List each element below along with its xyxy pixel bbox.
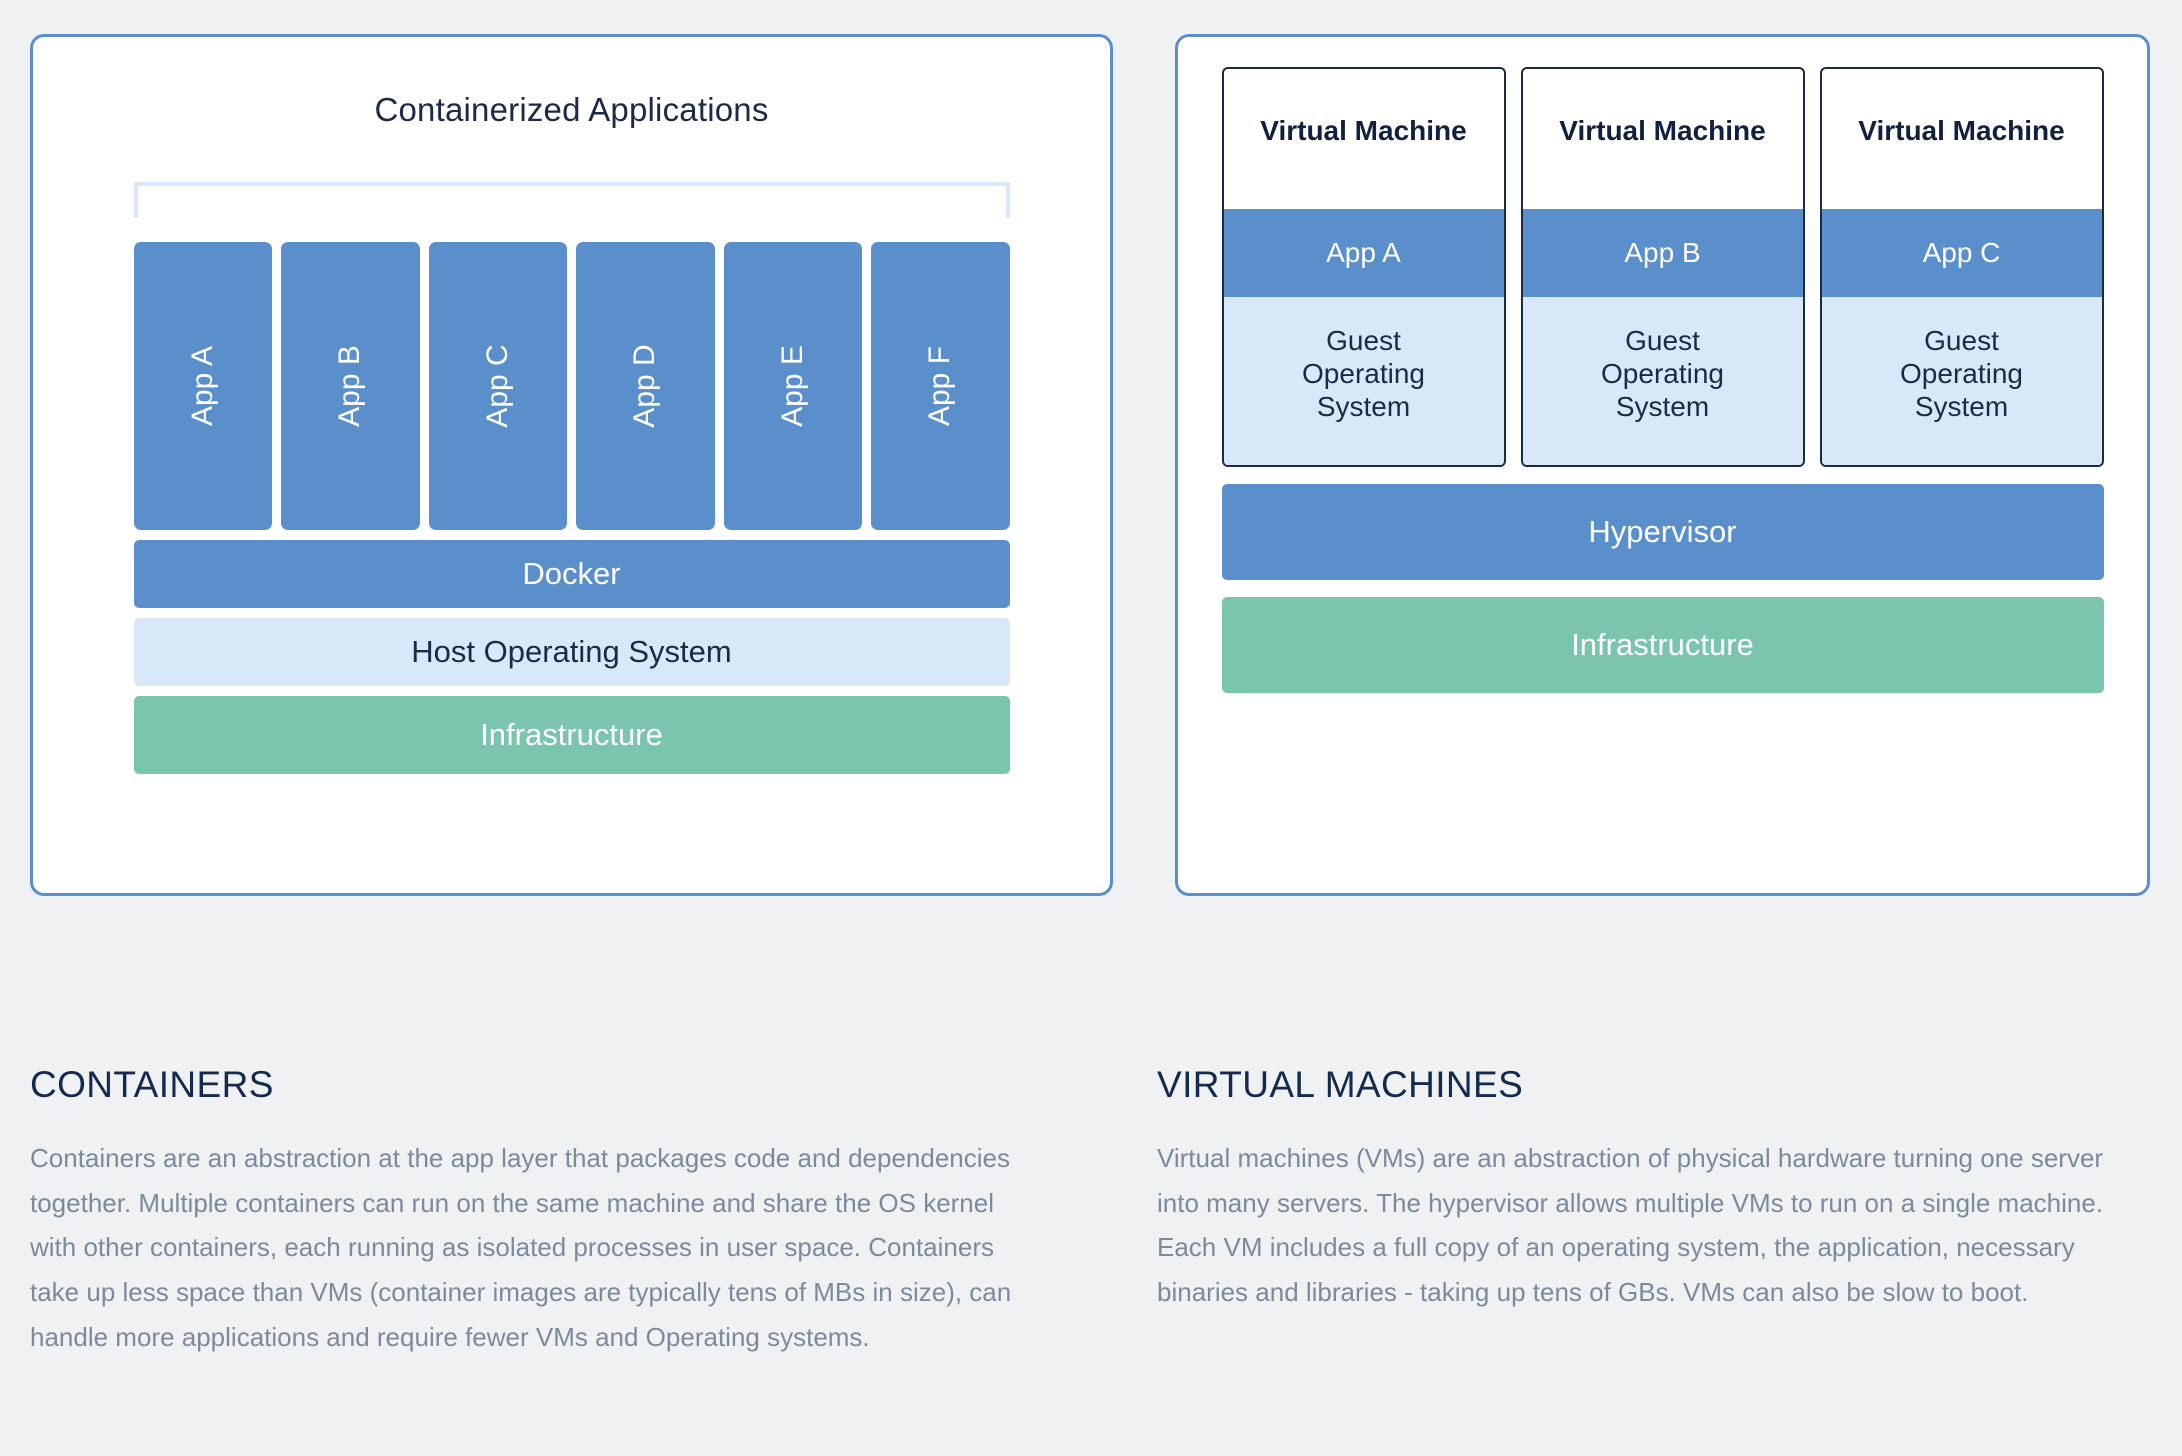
- app-box-label: App F: [923, 345, 957, 427]
- text-section-containers: CONTAINERS Containers are an abstraction…: [30, 1064, 1013, 1360]
- containers-bracket: [133, 182, 1010, 218]
- app-box: App D: [576, 242, 715, 530]
- app-box-label: App B: [333, 345, 367, 427]
- containers-stack: App A App B App C App D App E: [133, 182, 1010, 774]
- diagram-panels: Containerized Applications App A App B A…: [30, 34, 2150, 896]
- app-box-label: App C: [480, 344, 514, 428]
- containers-apps-row: App A App B App C App D App E: [133, 242, 1010, 530]
- section-body: Virtual machines (VMs) are an abstractio…: [1157, 1143, 2104, 1308]
- app-box: App B: [281, 242, 420, 530]
- app-box: App C: [428, 242, 567, 530]
- app-box: App E: [723, 242, 862, 530]
- containers-panel: Containerized Applications App A App B A…: [30, 34, 1113, 896]
- containers-panel-title: Containerized Applications: [374, 91, 769, 128]
- vm-app-band: App C: [1821, 209, 2102, 297]
- layer-infrastructure: Infrastructure: [133, 696, 1010, 774]
- app-box: App F: [871, 242, 1010, 530]
- text-section-virtual-machines: VIRTUAL MACHINES Virtual machines (VMs) …: [1157, 1064, 2140, 1360]
- vm-title: Virtual Machine: [1260, 115, 1467, 146]
- section-heading: CONTAINERS: [30, 1064, 274, 1105]
- section-heading: VIRTUAL MACHINES: [1157, 1064, 1524, 1105]
- layer-hypervisor: Hypervisor: [1221, 484, 2104, 581]
- vm-title: Virtual Machine: [1858, 115, 2065, 146]
- vm-title: Virtual Machine: [1559, 115, 1766, 146]
- layer-docker: Docker: [133, 540, 1010, 608]
- section-body: Containers are an abstraction at the app…: [30, 1143, 1012, 1352]
- app-box-label: App E: [775, 345, 809, 427]
- app-box-label: App A: [185, 345, 219, 427]
- app-box: App A: [133, 242, 272, 530]
- vm-app-band: App A: [1223, 209, 1504, 297]
- layer-infrastructure: Infrastructure: [1221, 597, 2104, 694]
- vm-app-band: App B: [1522, 209, 1803, 297]
- layer-host-operating-system: Host Operating System: [133, 618, 1010, 686]
- app-box-label: App D: [628, 344, 662, 428]
- text-sections: CONTAINERS Containers are an abstraction…: [0, 896, 2182, 1360]
